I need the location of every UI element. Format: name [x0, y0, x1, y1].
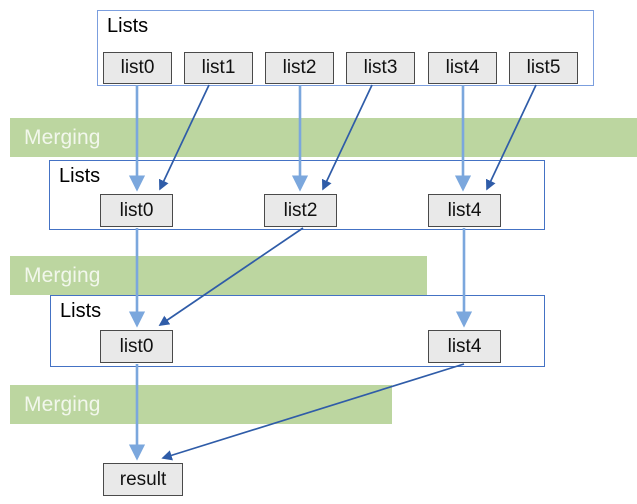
node-level2-list2[interactable]: list2: [264, 194, 337, 227]
node-level1-list4[interactable]: list4: [428, 52, 497, 84]
node-level2-list0[interactable]: list0: [100, 194, 173, 227]
node-label: list0: [119, 199, 154, 221]
merging-band-1: Merging: [10, 118, 637, 157]
node-label: list4: [445, 57, 480, 78]
node-label: result: [119, 468, 167, 490]
node-level1-list1[interactable]: list1: [184, 52, 253, 84]
node-label: list2: [283, 199, 318, 221]
node-level1-list2[interactable]: list2: [265, 52, 334, 84]
lists-group-level-2-title: Lists: [59, 165, 101, 187]
node-level3-list0[interactable]: list0: [100, 330, 173, 363]
node-label: list3: [363, 57, 398, 78]
node-label: list2: [282, 57, 317, 78]
node-label: list5: [526, 57, 561, 78]
lists-group-level-3-title: Lists: [60, 300, 102, 322]
node-level1-list5[interactable]: list5: [509, 52, 578, 84]
node-label: list0: [120, 57, 155, 78]
merging-band-3: Merging: [10, 385, 392, 424]
merging-band-1-label: Merging: [24, 126, 101, 149]
node-level1-list0[interactable]: list0: [103, 52, 172, 84]
node-label: list0: [119, 335, 154, 357]
node-level3-list4[interactable]: list4: [428, 330, 501, 363]
node-label: list1: [201, 57, 236, 78]
node-level2-list4[interactable]: list4: [428, 194, 501, 227]
node-level1-list3[interactable]: list3: [346, 52, 415, 84]
lists-group-level-1-title: Lists: [107, 15, 149, 37]
merging-band-2-label: Merging: [24, 264, 101, 287]
node-label: list4: [447, 335, 482, 357]
merging-band-2: Merging: [10, 256, 427, 295]
node-label: list4: [447, 199, 482, 221]
merging-band-3-label: Merging: [24, 393, 101, 416]
node-result[interactable]: result: [103, 463, 183, 496]
